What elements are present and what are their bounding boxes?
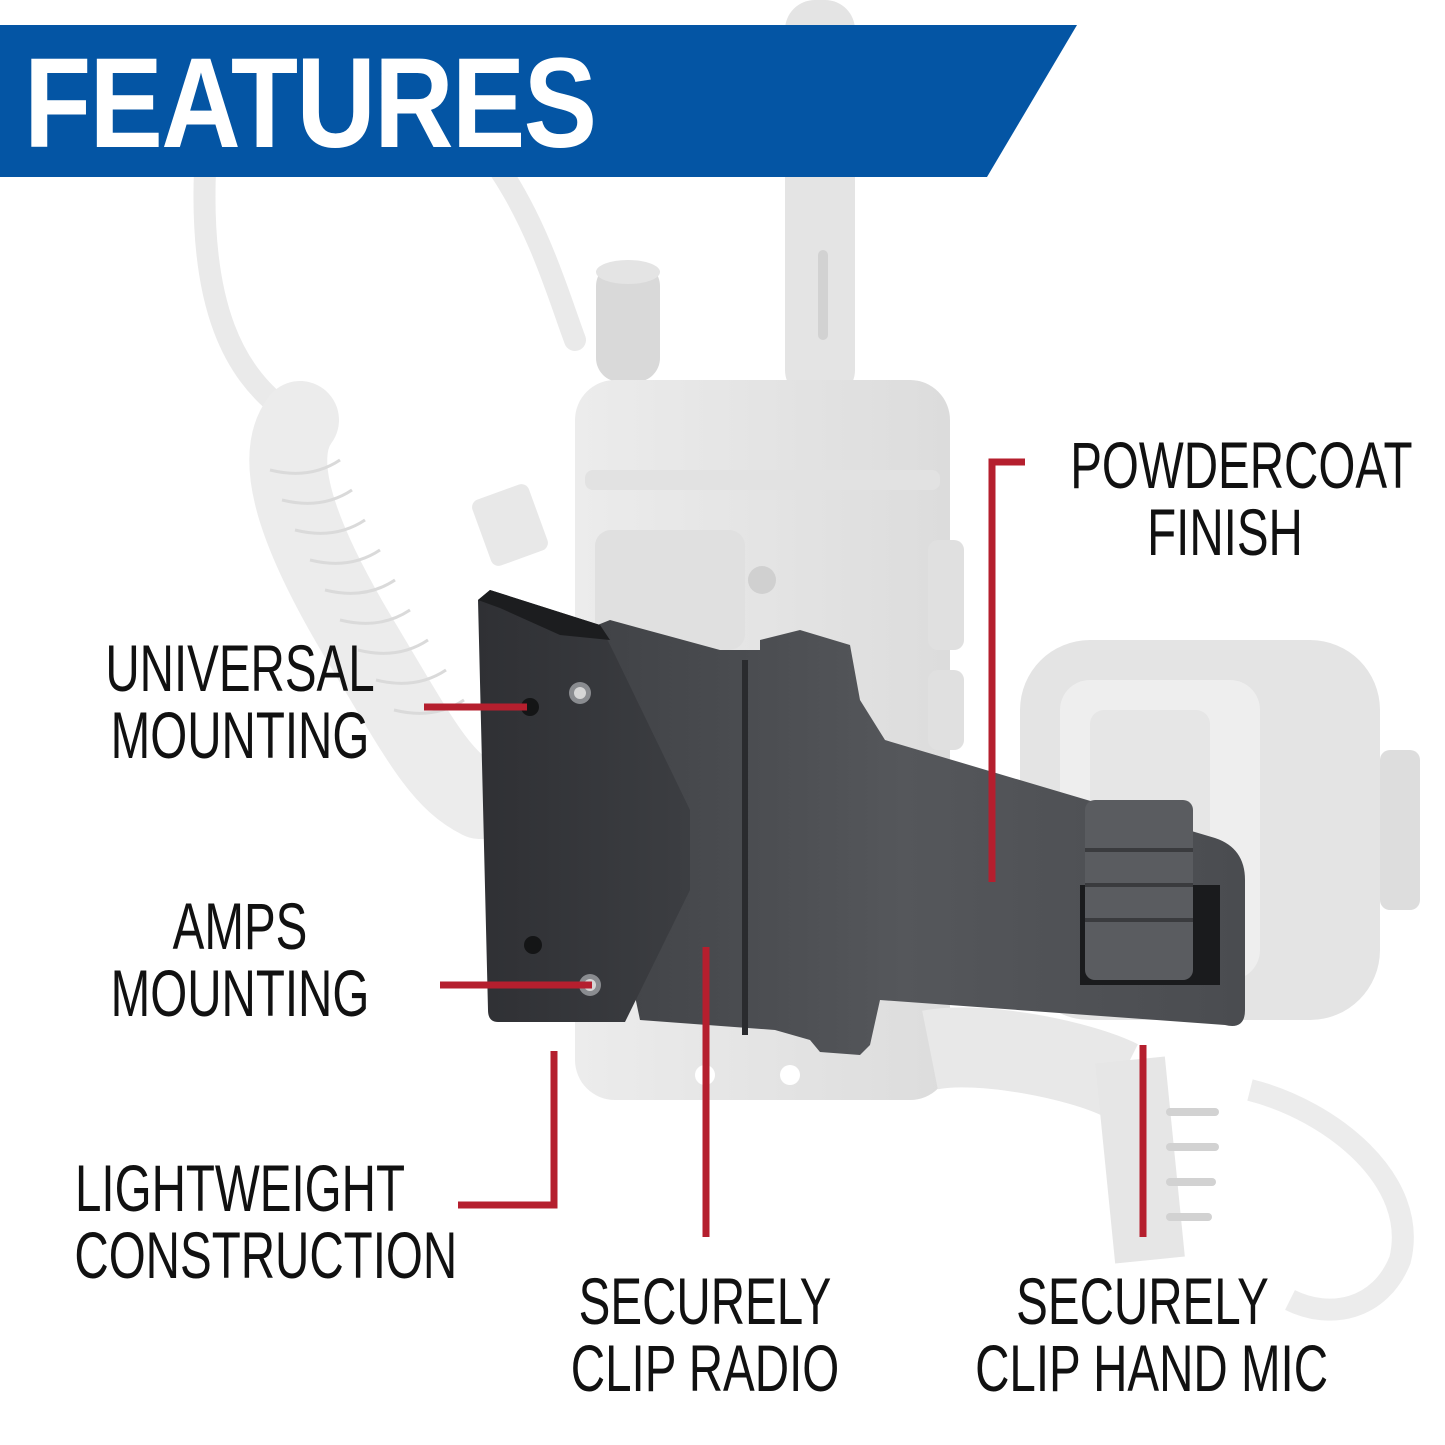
label-universal-mounting: UNIVERSAL MOUNTING: [96, 635, 384, 769]
label-line: CONSTRUCTION: [74, 1218, 458, 1292]
label-line: CLIP HAND MIC: [975, 1331, 1329, 1405]
universal-mount-hole: [521, 698, 539, 716]
label-securely-clip-radio: SECURELY CLIP RADIO: [561, 1268, 849, 1402]
label-line: AMPS: [172, 889, 308, 963]
label-line: CLIP RADIO: [570, 1331, 840, 1405]
features-banner: FEATURES: [0, 25, 1080, 177]
radio-knob: [596, 260, 660, 382]
label-amps-mounting: AMPS MOUNTING: [96, 893, 384, 1027]
label-line: UNIVERSAL: [105, 631, 375, 705]
label-line: MOUNTING: [110, 698, 370, 772]
callout-line-powdercoat: [988, 458, 1025, 882]
label-line: MOUNTING: [110, 956, 370, 1030]
callout-lines: [424, 458, 1147, 1237]
label-line: SECURELY: [578, 1264, 832, 1338]
banner-title: FEATURES: [24, 32, 597, 175]
label-line: LIGHTWEIGHT: [74, 1151, 405, 1225]
banner-background: [0, 25, 1077, 177]
label-powdercoat-finish: POWDERCOAT FINISH: [1070, 428, 1413, 569]
mic-cable: [193, 159, 586, 431]
label-securely-clip-hand-mic: SECURELY CLIP HAND MIC: [975, 1264, 1329, 1405]
label-line: POWDERCOAT: [1070, 428, 1413, 502]
belt-clip-bracket: [478, 590, 1245, 1055]
label-lightweight-construction: LIGHTWEIGHT CONSTRUCTION: [74, 1151, 458, 1292]
label-line: SECURELY: [1016, 1264, 1269, 1338]
callout-line-lightweight: [458, 1051, 558, 1209]
coiled-cable: [249, 381, 519, 839]
label-line: FINISH: [1147, 495, 1303, 569]
